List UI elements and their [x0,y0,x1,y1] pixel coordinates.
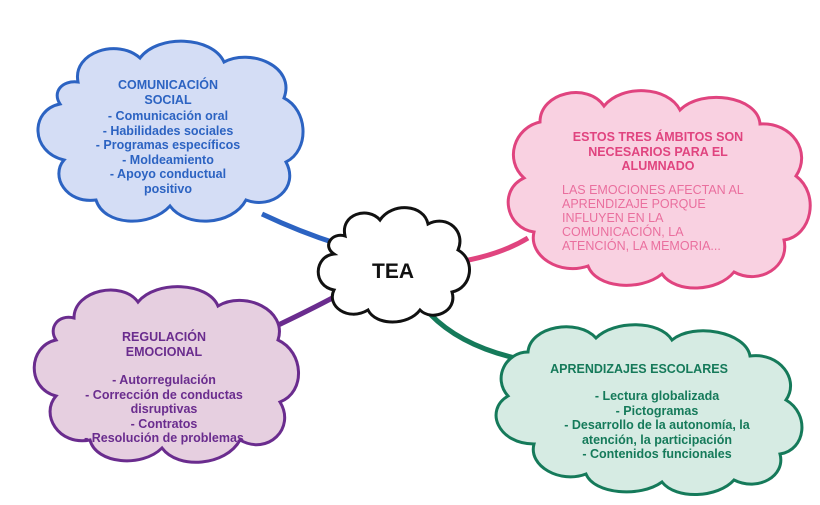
ambitos-title-line: ALUMNADO [621,159,695,173]
regulacion-item: - Contratos [130,416,198,431]
comunicacion-item: - Programas específicos [95,138,241,152]
aprendizajes-title-line: APRENDIZAJES ESCOLARES [550,362,728,376]
aprendizajes-item: - Desarrollo de la autonomía, la [564,418,750,432]
ambitos-body-line: COMUNICACIÓN, LA [562,225,684,239]
aprendizajes-item: atención, la participación [581,432,733,447]
regulacion-title-line: EMOCIONAL [125,344,203,359]
cloud-comunicacion [36,39,305,223]
ambitos-title: ESTOS TRES ÁMBITOS SON NECESARIOS PARA E… [548,130,768,174]
connector-ambitos [457,235,530,265]
regulacion-item: - Autorregulación [112,373,216,387]
comunicacion-item: - Habilidades sociales [102,123,234,138]
comunicacion-node: COMUNICACIÓN SOCIAL - Comunicación oral … [58,78,278,196]
ambitos-title-line: NECESARIOS PARA EL [588,144,728,159]
center-label: TEA [372,260,414,283]
cloud-ambitos [506,89,812,290]
aprendizajes-items: - Lectura globalizada - Pictogramas - De… [532,389,782,462]
aprendizajes-item: - Pictogramas [615,403,699,418]
cloud-center [316,206,471,324]
cloud-aprendizajes [494,323,804,496]
aprendizajes-item: - Lectura globalizada [594,389,720,403]
cloud-regulacion [32,285,300,464]
connector-aprendizajes [428,312,516,361]
ambitos-body-line: LAS EMOCIONES AFECTAN AL [562,183,744,197]
comunicacion-item: positivo [144,181,192,196]
regulacion-item: disruptivas [130,402,198,416]
regulacion-item: - Corrección de conductas [85,387,243,402]
connector-regulacion [270,292,340,331]
comunicacion-item: - Apoyo conductual [109,167,227,181]
ambitos-body-line: INFLUYEN EN LA [562,211,664,225]
ambitos-title-line: ESTOS TRES ÁMBITOS SON [572,130,744,144]
regulacion-item: - Resolución de problemas [84,431,244,445]
regulacion-node: REGULACIÓN EMOCIONAL - Autorregulación -… [54,330,274,446]
ambitos-body-line: ATENCIÓN, LA MEMORIA... [562,239,721,253]
comunicacion-item: - Moldeamiento [122,152,214,167]
comunicacion-title-line: SOCIAL [144,92,192,107]
aprendizajes-item: - Contenidos funcionales [582,447,732,461]
ambitos-body-line: APRENDIZAJE PORQUE [562,197,706,211]
connector-comunicacion [260,211,339,247]
ambitos-body: LAS EMOCIONES AFECTAN AL APRENDIZAJE POR… [562,183,772,253]
comunicacion-title-line: COMUNICACIÓN [118,78,218,92]
aprendizajes-title: APRENDIZAJES ESCOLARES [534,362,744,377]
comunicacion-item: - Comunicación oral [107,109,229,123]
regulacion-title-line: REGULACIÓN [121,330,207,344]
